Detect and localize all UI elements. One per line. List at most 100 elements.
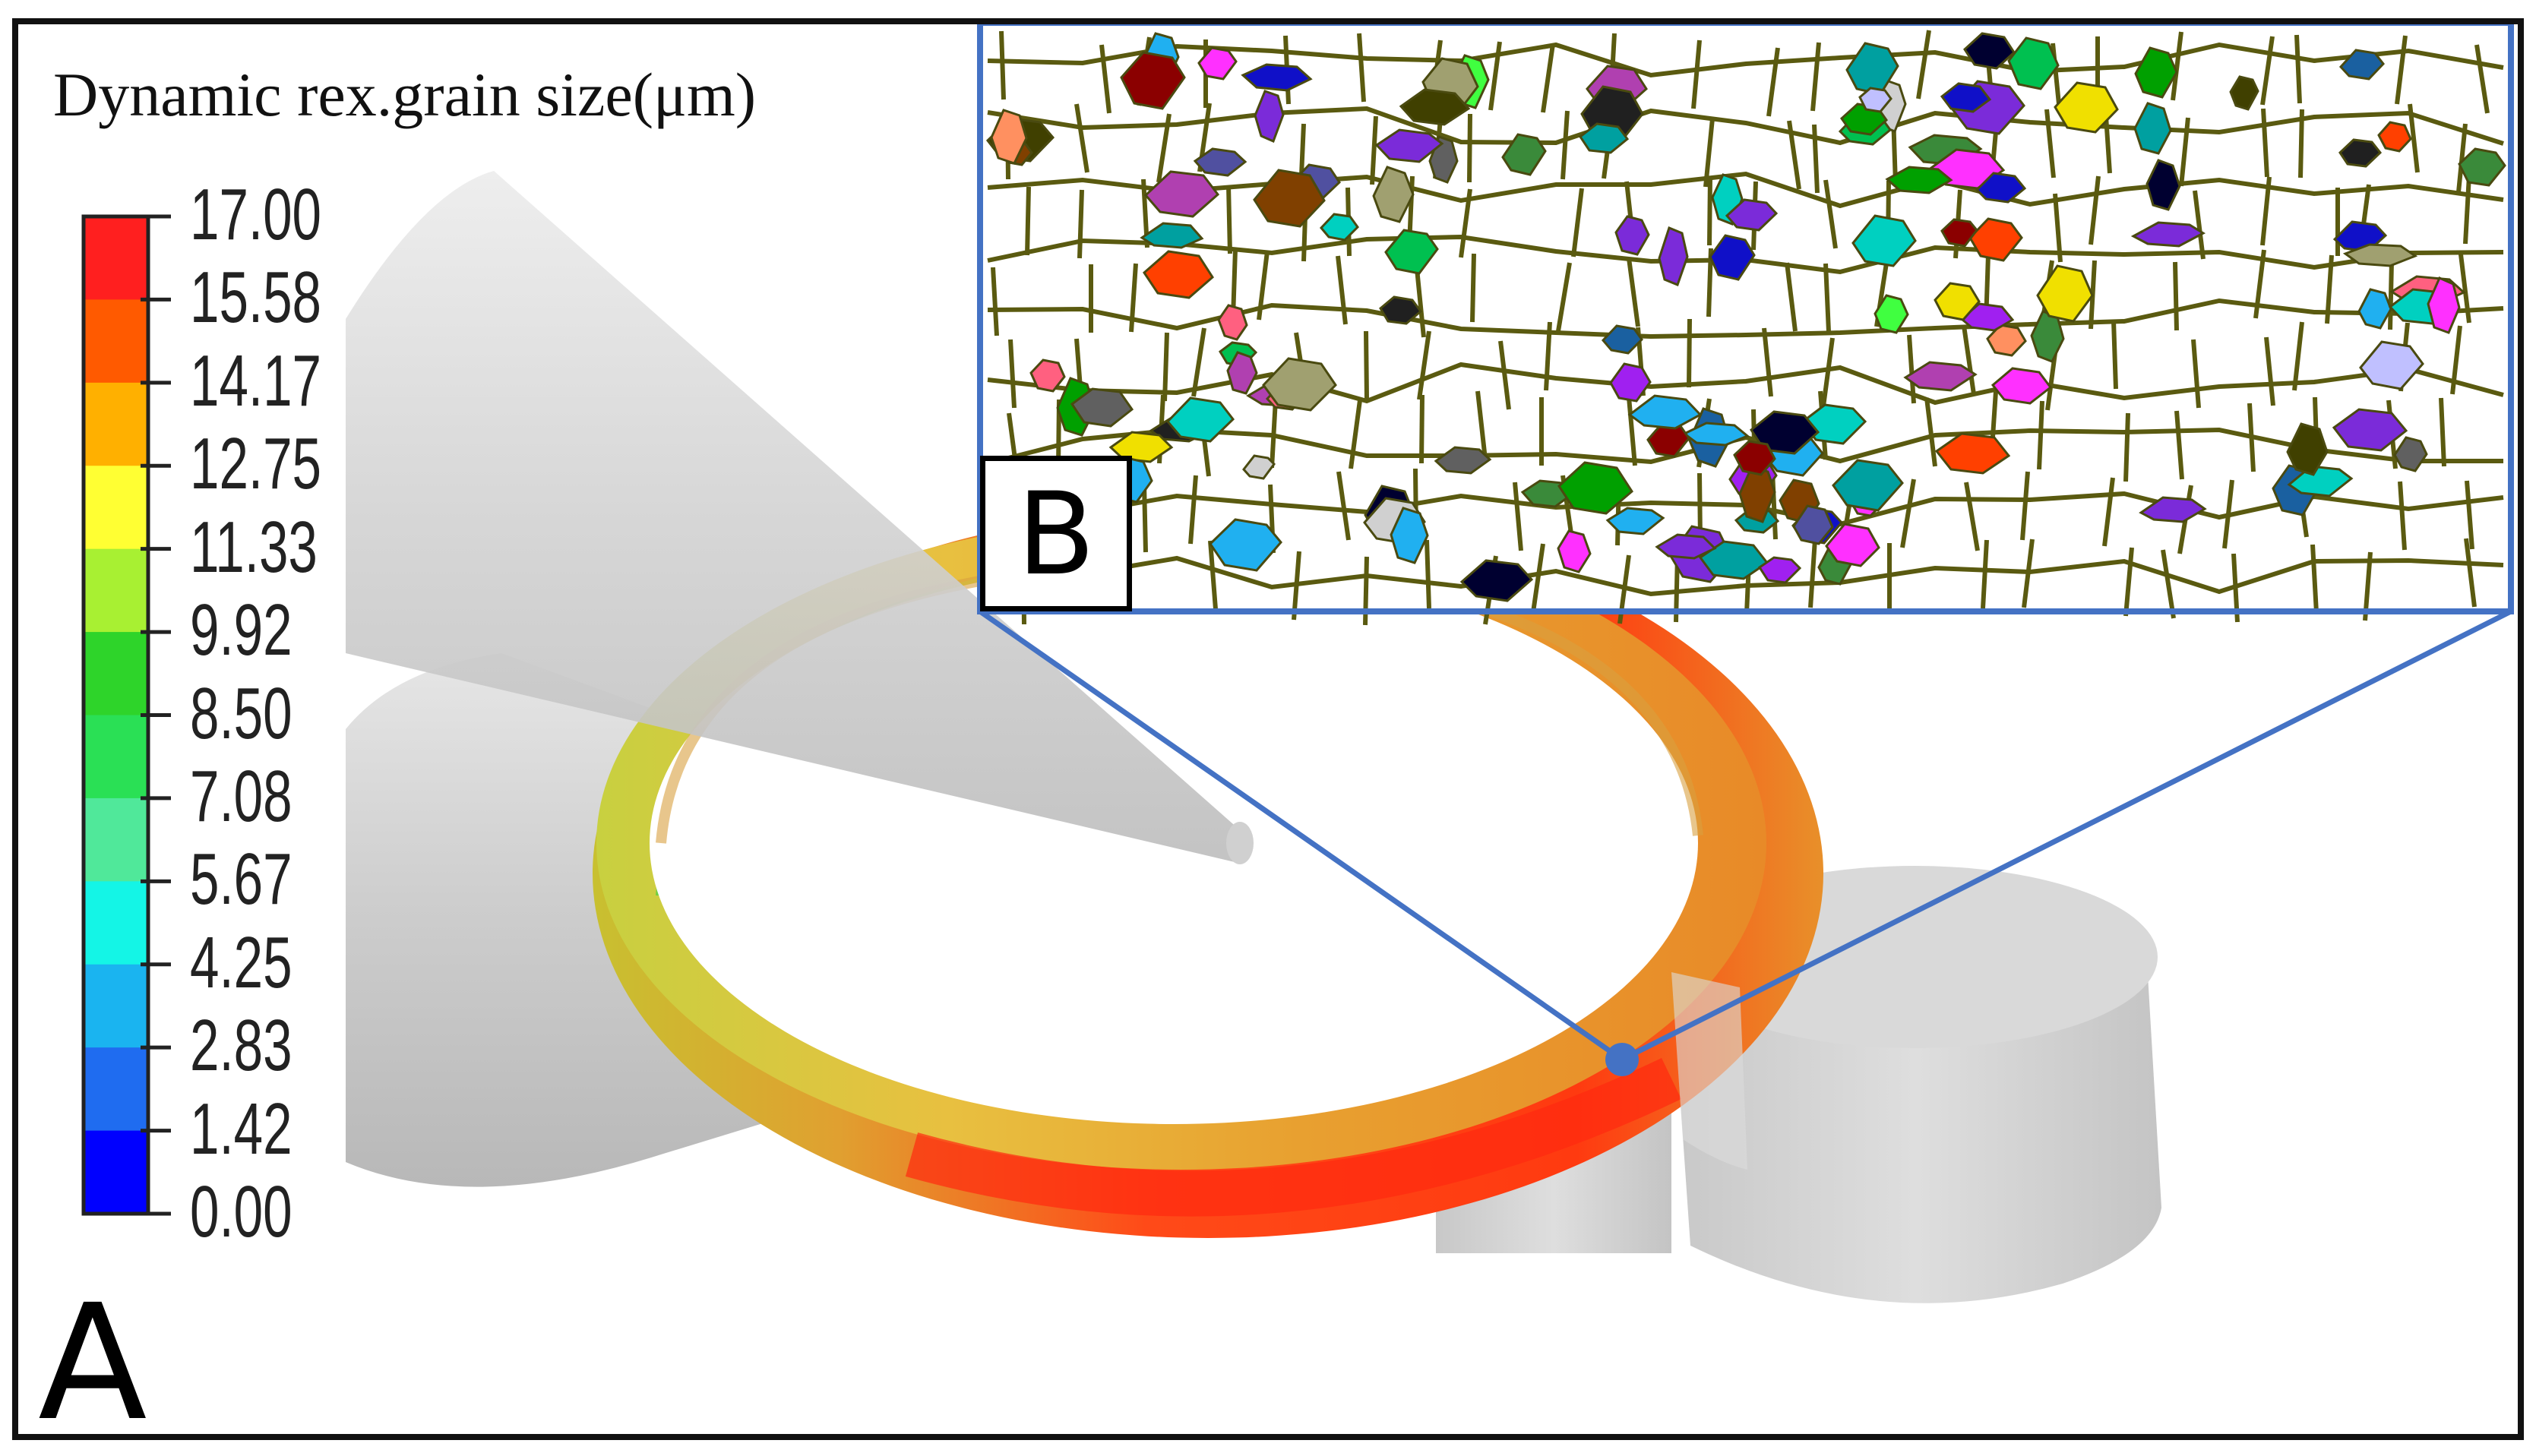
grain-boundary: [1425, 539, 1431, 609]
grain-boundary: [1008, 339, 1017, 409]
grain-boundary: [1900, 478, 1916, 548]
color-band: [84, 715, 148, 799]
recrystallized-grain: [1501, 133, 1547, 176]
recrystallized-grain: [2359, 340, 2424, 390]
grain-boundary: [1785, 262, 1798, 332]
recrystallized-grain: [2286, 422, 2329, 476]
legend-tick-label: 5.67: [190, 839, 292, 921]
grain-boundary: [2123, 547, 2134, 617]
recrystallized-grain: [1143, 170, 1220, 218]
grain-boundary: [1627, 257, 1640, 327]
color-band: [84, 216, 148, 301]
grain-boundary: [2247, 403, 2256, 472]
color-band: [84, 299, 148, 384]
recrystallized-grain: [2133, 102, 2172, 155]
grain-boundary: [2102, 477, 2115, 547]
grain-boundary: [2123, 412, 2130, 482]
recrystallized-grain: [1858, 87, 1893, 113]
grain-boundary: [1808, 538, 1817, 608]
recrystallized-grain: [2458, 147, 2506, 187]
recrystallized-grain: [1029, 358, 1066, 393]
legend-tick-label: 8.50: [190, 672, 292, 754]
recrystallized-grain: [1209, 518, 1282, 572]
recrystallized-grain: [1070, 387, 1134, 428]
recrystallized-grain: [1940, 218, 1978, 248]
grain-boundary: [1687, 318, 1692, 388]
grain-boundary: [2464, 538, 2477, 608]
recrystallized-grain: [1254, 90, 1285, 144]
recrystallized-grain: [1605, 507, 1665, 535]
recrystallized-grain: [1975, 172, 2027, 204]
panel-label-a: A: [38, 1270, 147, 1456]
recrystallized-grain: [1845, 42, 1899, 96]
recrystallized-grain: [2229, 75, 2259, 111]
recrystallized-grain: [990, 109, 1028, 165]
recrystallized-grain: [1851, 214, 1917, 267]
legend-tick-label: 7.08: [190, 755, 292, 837]
recrystallized-grain: [1757, 556, 1802, 584]
panel-label-b: B: [1017, 469, 1096, 601]
legend-tick-label: 11.33: [190, 506, 318, 588]
recrystallized-grain: [1143, 250, 1214, 299]
color-band: [84, 881, 148, 965]
recrystallized-grain: [2036, 264, 2094, 323]
grain-boundary: [1787, 120, 1801, 190]
grain-boundary: [2089, 175, 2101, 245]
grain-boundary: [1370, 115, 1378, 185]
grain-boundary: [1415, 268, 1426, 338]
legend-tick-label: 15.58: [190, 257, 321, 339]
grain-boundary: [2173, 261, 2179, 331]
grain-boundary: [987, 106, 2504, 146]
grain-boundary: [1419, 394, 1425, 464]
grain-boundary: [1544, 321, 1552, 391]
grain-boundary: [1336, 471, 1351, 541]
color-band: [84, 1130, 148, 1214]
recrystallized-grain: [1197, 46, 1238, 81]
grain-boundary: [1812, 124, 1820, 194]
grain-boundary: [1459, 188, 1472, 258]
grain-boundary: [2111, 320, 2118, 390]
legend-tick-label: 2.83: [190, 1005, 292, 1087]
grain-boundary: [1571, 188, 1584, 257]
recrystallized-grain: [2338, 49, 2385, 81]
recrystallized-grain: [1682, 422, 1750, 447]
grain-boundary: [1964, 482, 1980, 551]
grain-boundary: [987, 171, 2504, 209]
color-band: [84, 1047, 148, 1132]
recrystallized-grain: [1372, 166, 1415, 223]
grain-boundary: [991, 267, 999, 336]
recrystallized-grain: [2338, 138, 2383, 168]
grain-boundary: [1766, 47, 1780, 117]
recrystallized-grain: [2427, 276, 2461, 334]
recrystallized-grain: [1940, 82, 1992, 113]
recrystallized-grain: [1384, 229, 1439, 275]
grain-boundary: [1099, 44, 1111, 114]
grain-boundary: [1531, 543, 1545, 613]
recrystallized-grain: [2134, 46, 2178, 99]
zoom-callout: [978, 608, 2512, 1076]
color-band: [84, 382, 148, 467]
grain-boundary: [2388, 261, 2394, 330]
legend-tick-label: 0.00: [190, 1171, 292, 1252]
legend-tick-label: 4.25: [190, 921, 292, 1003]
grain-boundary: [1142, 483, 1148, 553]
recrystallized-grain: [1801, 403, 1867, 445]
figure-border: [12, 18, 2524, 1440]
grain-boundary: [2292, 321, 2304, 391]
recrystallized-grain: [1557, 461, 1633, 515]
grain-boundary: [2465, 480, 2474, 550]
grain-boundary: [2395, 35, 2408, 105]
grain-boundary: [2253, 249, 2266, 319]
grain-boundary: [1129, 263, 1138, 333]
recrystallized-grain: [1140, 222, 1204, 249]
grain-boundary: [1707, 176, 1712, 246]
grain-boundary: [1336, 255, 1348, 325]
grain-boundary: [1541, 43, 1555, 113]
color-band: [84, 466, 148, 550]
grain-boundary: [1156, 113, 1172, 183]
panel-label-b-box: B: [980, 456, 1132, 611]
recrystallized-grain: [1725, 198, 1779, 232]
recrystallized-grain: [2030, 310, 2065, 363]
grain-boundary: [1498, 340, 1511, 410]
